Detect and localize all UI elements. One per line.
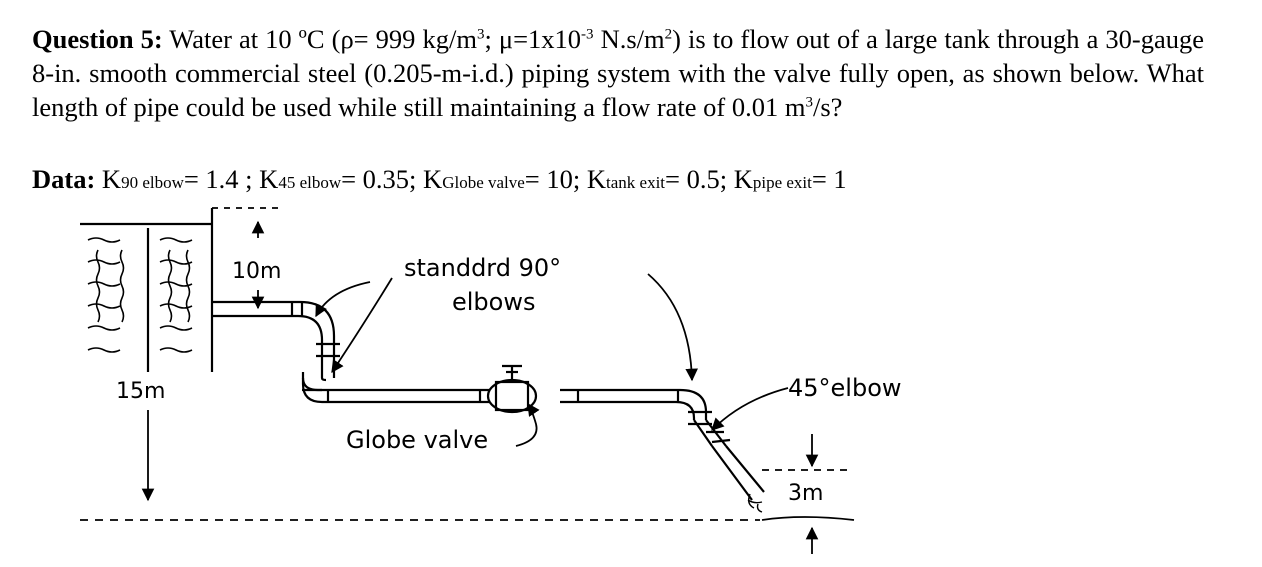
- k-subscript: pipe exit: [752, 173, 812, 192]
- globe-valve-shape: [486, 364, 538, 414]
- label-3m: 3m: [788, 481, 823, 506]
- data-part: = 0.35; K: [341, 164, 443, 194]
- label-standard-90-elbows: standdrd 90°: [404, 254, 561, 282]
- water-hatching: [87, 237, 193, 353]
- label-15m: 15m: [116, 379, 165, 404]
- question-label: Question 5:: [32, 24, 163, 54]
- label-globe-valve: Globe valve: [346, 426, 488, 454]
- data-part: = 0.5; K: [665, 164, 753, 194]
- pointer-arrows: [315, 273, 789, 447]
- data-part: = 10; K: [524, 164, 606, 194]
- label-45-elbow: 45°elbow: [788, 374, 902, 402]
- pipe-system: [212, 300, 765, 501]
- tank: [80, 208, 214, 372]
- k-subscript: 45 elbow: [278, 173, 342, 192]
- label-10m: 10m: [232, 259, 281, 284]
- data-part: = 1: [811, 164, 847, 194]
- superscript: 2: [664, 26, 673, 43]
- question-text: Question 5: Water at 10 ºC (ρ= 999 kg/m3…: [32, 22, 1204, 124]
- question-part: Water at 10 ºC (ρ= 999 kg/m: [162, 24, 477, 54]
- question-part: ; μ=1x10: [484, 24, 582, 54]
- k-subscript: 90 elbow: [121, 173, 184, 192]
- piping-diagram: 10m 15m 3m standdrd 90° elbows Globe val…: [80, 207, 902, 554]
- superscript: 3: [805, 94, 813, 111]
- outlet-spray: [747, 493, 763, 513]
- data-part: = 1.4 ; K: [183, 164, 279, 194]
- label-elbows: elbows: [452, 288, 535, 316]
- data-label: Data:: [32, 164, 96, 194]
- data-line: Data: K90 elbow= 1.4 ; K45 elbow= 0.35; …: [32, 162, 1212, 200]
- dimension-lines: [80, 207, 855, 554]
- question-part: ) is to flow out of a large tank through…: [32, 24, 1204, 122]
- data-part: K: [95, 164, 122, 194]
- question-part: N.s/m: [593, 24, 665, 54]
- question-part: /s?: [812, 92, 843, 122]
- superscript: 3: [476, 26, 485, 43]
- k-subscript: Globe valve: [442, 173, 525, 192]
- k-subscript: tank exit: [606, 173, 666, 192]
- superscript: -3: [581, 26, 594, 43]
